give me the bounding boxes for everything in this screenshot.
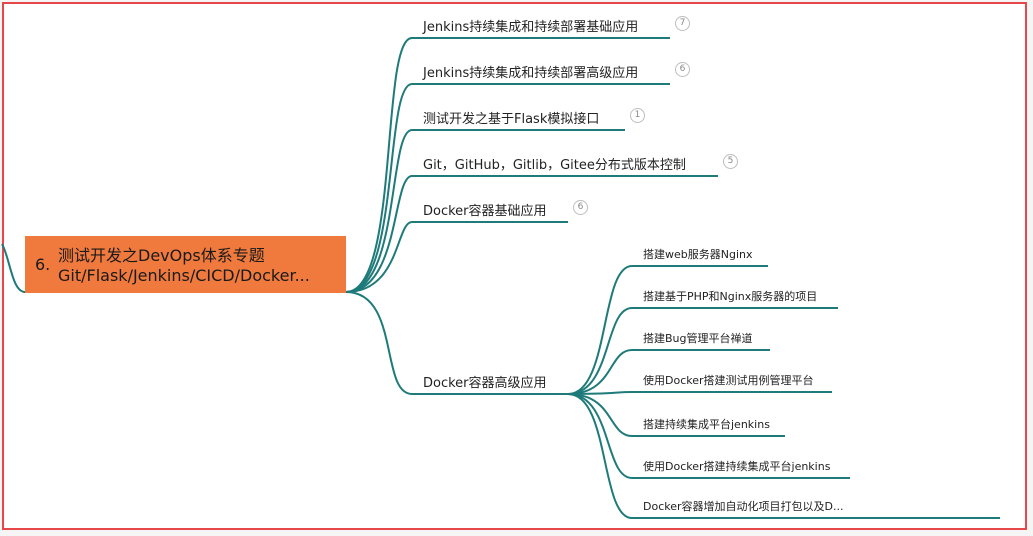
connector-branch-1 <box>345 37 413 293</box>
docker-child-nginx[interactable]: 搭建web服务器Nginx <box>643 248 753 261</box>
branch-count-badge[interactable]: 1 <box>630 108 645 123</box>
docker-child-testcase-platform[interactable]: 使用Docker搭建测试用例管理平台 <box>643 374 814 387</box>
docker-child-docker-jenkins[interactable]: 使用Docker搭建持续集成平台jenkins <box>643 460 831 473</box>
branch-docker-basic[interactable]: Docker容器基础应用 <box>423 204 547 219</box>
branch-flask-mock[interactable]: 测试开发之基于Flask模拟接口 <box>423 112 600 127</box>
root-topic[interactable]: 6. 测试开发之DevOps体系专题 Git/Flask/Jenkins/CIC… <box>25 236 346 293</box>
branch-count-badge[interactable]: 5 <box>723 154 738 169</box>
parent-connector <box>1 243 26 293</box>
branch-count-badge[interactable]: 7 <box>675 16 690 31</box>
branch-count-badge[interactable]: 6 <box>675 62 690 77</box>
root-title-line-1: 测试开发之DevOps体系专题 <box>58 246 265 265</box>
root-number: 6. <box>35 255 51 274</box>
docker-child-php-nginx[interactable]: 搭建基于PHP和Nginx服务器的项目 <box>643 290 818 303</box>
connector-branch-2 <box>345 83 413 293</box>
connector-branch-5 <box>345 221 413 293</box>
watermark-overlay <box>858 494 1008 516</box>
branch-jenkins-basic[interactable]: Jenkins持续集成和持续部署基础应用 <box>423 20 639 35</box>
branch-jenkins-advanced[interactable]: Jenkins持续集成和持续部署高级应用 <box>423 66 639 81</box>
connector-branch-4 <box>345 175 413 293</box>
docker-child-jenkins[interactable]: 搭建持续集成平台jenkins <box>643 418 770 431</box>
root-title-line-2: Git/Flask/Jenkins/CICD/Docker... <box>58 266 310 285</box>
branch-docker-advanced[interactable]: Docker容器高级应用 <box>423 376 547 391</box>
branch-git-version-control[interactable]: Git，GitHub，Gitlib，Gitee分布式版本控制 <box>423 158 686 173</box>
docker-child-auto-packaging[interactable]: Docker容器增加自动化项目打包以及D... <box>643 500 844 513</box>
connector-branch-3 <box>345 129 413 293</box>
branch-count-badge[interactable]: 6 <box>573 200 588 215</box>
connector-branch-6 <box>345 291 413 395</box>
docker-child-zentao[interactable]: 搭建Bug管理平台禅道 <box>643 332 753 345</box>
